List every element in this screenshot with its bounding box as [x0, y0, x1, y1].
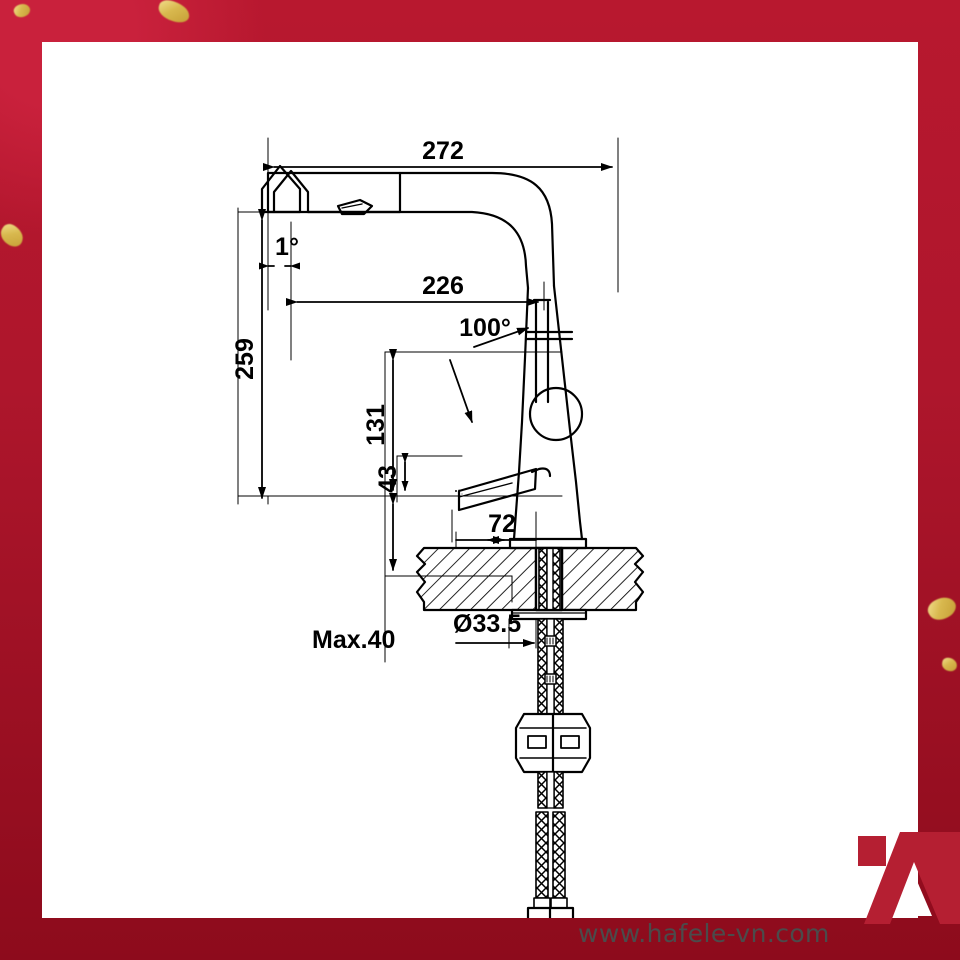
- label-272: 272: [422, 137, 464, 165]
- hafele-logo: [856, 832, 960, 924]
- label-259: 259: [231, 338, 259, 380]
- worktop-section: [415, 546, 645, 621]
- shank-and-hoses: [514, 546, 592, 918]
- label-100deg: 100°: [459, 314, 511, 342]
- leader-100deg: [449, 327, 529, 423]
- label-72: 72: [488, 510, 516, 538]
- drawing-sheet: 272 226 1° 259 131 43 72 100° Ø33.5 Max.…: [42, 42, 918, 948]
- label-max40: Max.40: [312, 626, 395, 654]
- technical-drawing: 272 226 1° 259 131 43 72 100° Ø33.5 Max.…: [231, 137, 645, 918]
- dimension-lines: [258, 163, 613, 647]
- logo-letter-a: [864, 832, 960, 924]
- label-131: 131: [362, 404, 390, 446]
- dimension-labels: 272 226 1° 259 131 43 72 100° Ø33.5 Max.…: [231, 137, 521, 654]
- extension-lines: [237, 137, 619, 663]
- label-hole-dia: Ø33.5: [453, 610, 521, 638]
- logo-letter-counter: [896, 874, 932, 916]
- label-43: 43: [374, 465, 402, 493]
- label-226: 226: [422, 272, 464, 300]
- logo-square: [858, 836, 886, 866]
- website-url[interactable]: www.hafele-vn.com: [578, 919, 830, 948]
- label-1deg: 1°: [275, 233, 299, 261]
